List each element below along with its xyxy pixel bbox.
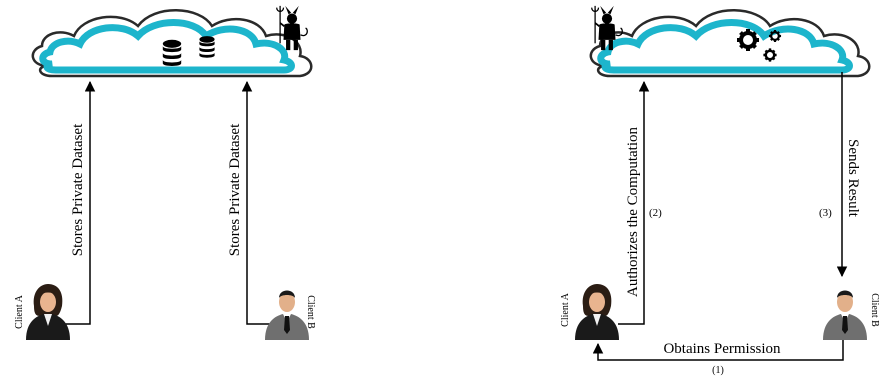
label-obtains-permission: Obtains Permission xyxy=(663,341,781,357)
step-2-label: (2) xyxy=(649,207,662,219)
client-b-avatar xyxy=(265,290,309,340)
client-b-label: Client B xyxy=(305,295,316,329)
right-panel: Authorizes the Computation (2) Sends Res… xyxy=(560,5,880,376)
step-1-label: (1) xyxy=(712,365,724,376)
client-b-label: Client B xyxy=(869,293,880,327)
arrow-obtains-permission xyxy=(592,340,844,361)
client-a-avatar xyxy=(26,284,70,340)
client-b-avatar xyxy=(823,290,867,340)
arrow-label-stores-private-dataset-a: Stores Private Dataset xyxy=(70,123,86,256)
client-a-label: Client A xyxy=(560,292,571,326)
label-authorizes-the-computation: Authorizes the Computation xyxy=(625,127,641,297)
arrow-authorize-computation xyxy=(618,80,650,325)
label-sends-result: Sends Result xyxy=(845,139,861,218)
left-panel: Stores Private Dataset Stores Private Da… xyxy=(14,5,316,340)
client-a-avatar xyxy=(575,284,619,340)
arrow-client-b-to-cloud xyxy=(241,80,272,325)
arrow-label-stores-private-dataset-b: Stores Private Dataset xyxy=(227,123,243,256)
client-a-label: Client A xyxy=(14,294,25,328)
step-3-label: (3) xyxy=(819,207,832,219)
right-cloud xyxy=(591,10,869,76)
arrow-client-a-to-cloud xyxy=(62,80,96,325)
